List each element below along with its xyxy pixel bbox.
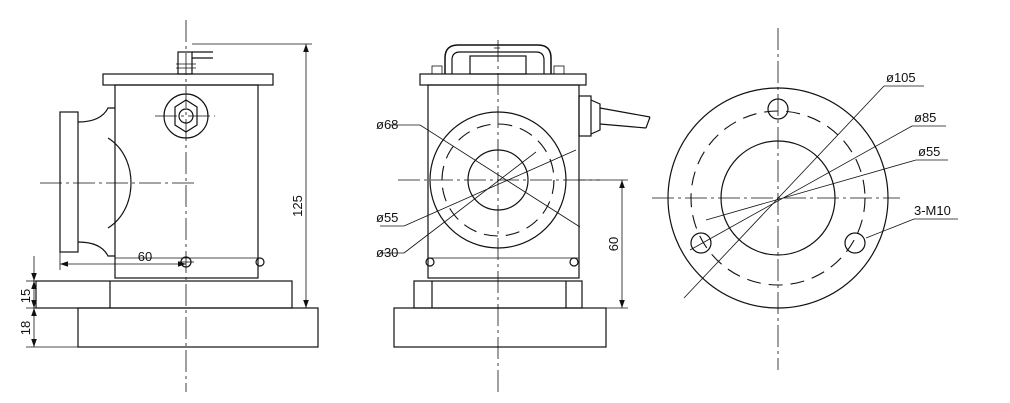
dim-plan-d105: ø105 — [886, 70, 916, 85]
side-flange — [59, 111, 79, 253]
dim-side-offset: 60 — [138, 249, 152, 264]
dim-plan-d85: ø85 — [914, 110, 936, 125]
dim-plan-holes: 3-M10 — [914, 203, 951, 218]
side-base-lower — [77, 307, 319, 348]
dim-front-height: 60 — [606, 237, 621, 251]
front-base-lower — [393, 307, 607, 348]
side-neck-top — [77, 107, 115, 123]
side-view: 125 60 15 18 — [18, 20, 319, 392]
side-top-plate — [102, 73, 274, 86]
dim-front-d55: ø55 — [376, 210, 398, 225]
dim-front-d68: ø68 — [376, 117, 398, 132]
side-base-upper — [35, 280, 293, 309]
front-top-plate — [419, 73, 587, 86]
side-top-stud — [177, 51, 193, 75]
front-view: ø68 ø55 ø30 60 — [376, 40, 651, 392]
front-cable-gland — [578, 95, 592, 137]
front-housing — [427, 84, 580, 279]
plan-hole-right — [844, 232, 866, 254]
side-bulge — [107, 137, 132, 229]
dim-front-d30: ø30 — [376, 245, 398, 260]
dim-side-height: 125 — [290, 195, 305, 217]
dim-base-lower: 18 — [18, 321, 33, 335]
dim-base-upper: 15 — [18, 289, 33, 303]
side-neck-bottom — [77, 241, 115, 257]
front-circle-55 — [441, 123, 555, 237]
dim-plan-d55: ø55 — [918, 144, 940, 159]
plan-hole-left — [690, 232, 712, 254]
side-housing — [114, 84, 259, 279]
plan-view: ø105 ø85 ø55 3-M10 — [652, 28, 958, 370]
